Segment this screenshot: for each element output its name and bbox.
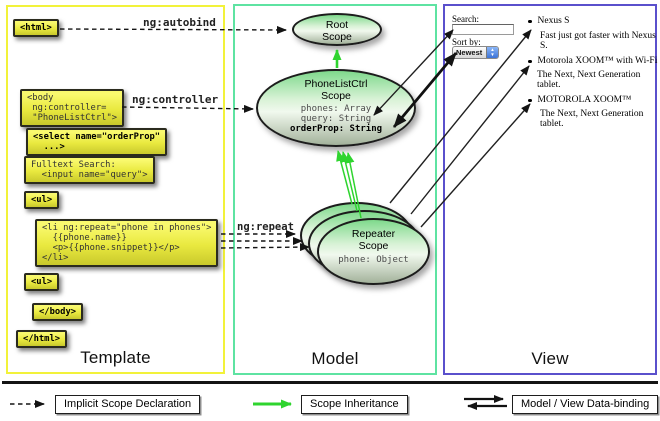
- code-fulltext-search: Fulltext Search: <input name="query">: [24, 156, 155, 184]
- code-li-repeat: <li ng:repeat="phone in phones"> {{phone…: [35, 219, 219, 267]
- search-label: Search:: [452, 14, 479, 24]
- sort-select-value: Newest: [456, 48, 483, 57]
- code-html-open: <html>: [13, 19, 59, 37]
- code-select: <select name="orderProp" ...>: [26, 128, 168, 156]
- list-item-snippet: The Next, Next Generation tablet.: [537, 70, 641, 90]
- model-panel-label: Model: [311, 349, 359, 368]
- code-body-close: </body>: [32, 303, 84, 321]
- legend-data-binding: Model / View Data-binding: [512, 395, 659, 414]
- list-item-name: Motorola XOOM™ with Wi-Fi: [528, 56, 657, 66]
- code-ul-close: <ul>: [24, 273, 60, 291]
- repeater-scope-ellipse: Repeater Scope phone: Object: [317, 218, 430, 285]
- search-input[interactable]: [452, 24, 514, 35]
- list-item-snippet: The Next, Next Generation tablet.: [540, 109, 644, 129]
- template-panel-label: Template: [80, 348, 151, 367]
- bullet-icon: [528, 98, 532, 102]
- bullet-icon: [528, 59, 532, 63]
- model-panel: Model: [233, 4, 437, 375]
- legend-divider: [2, 381, 658, 384]
- code-ul-open: <ul>: [24, 191, 60, 209]
- legend-implicit-scope: Implicit Scope Declaration: [55, 395, 201, 414]
- code-html-close: </html>: [16, 330, 68, 348]
- list-item-snippet: Fast just got faster with Nexus S.: [540, 31, 656, 51]
- view-panel-label: View: [531, 349, 569, 368]
- select-stepper-icon: ▲▼: [486, 47, 498, 58]
- phonelistctrl-scope-ellipse: PhoneListCtrl Scope phones: Array query:…: [256, 69, 416, 147]
- legend-scope-inheritance: Scope Inheritance: [301, 395, 408, 414]
- code-body-open: <body ng:controller= "PhoneListCtrl">: [20, 89, 125, 127]
- root-scope-ellipse: Root Scope: [292, 13, 382, 46]
- sort-select[interactable]: Newest ▲▼: [452, 46, 499, 59]
- list-item-name: Nexus S: [528, 16, 569, 26]
- bullet-icon: [528, 19, 532, 23]
- ng-repeat-label: ng:repeat: [237, 221, 294, 233]
- ng-autobind-label: ng:autobind: [143, 16, 216, 29]
- ng-controller-label: ng:controller: [132, 93, 219, 106]
- list-item-name: MOTOROLA XOOM™: [528, 95, 631, 105]
